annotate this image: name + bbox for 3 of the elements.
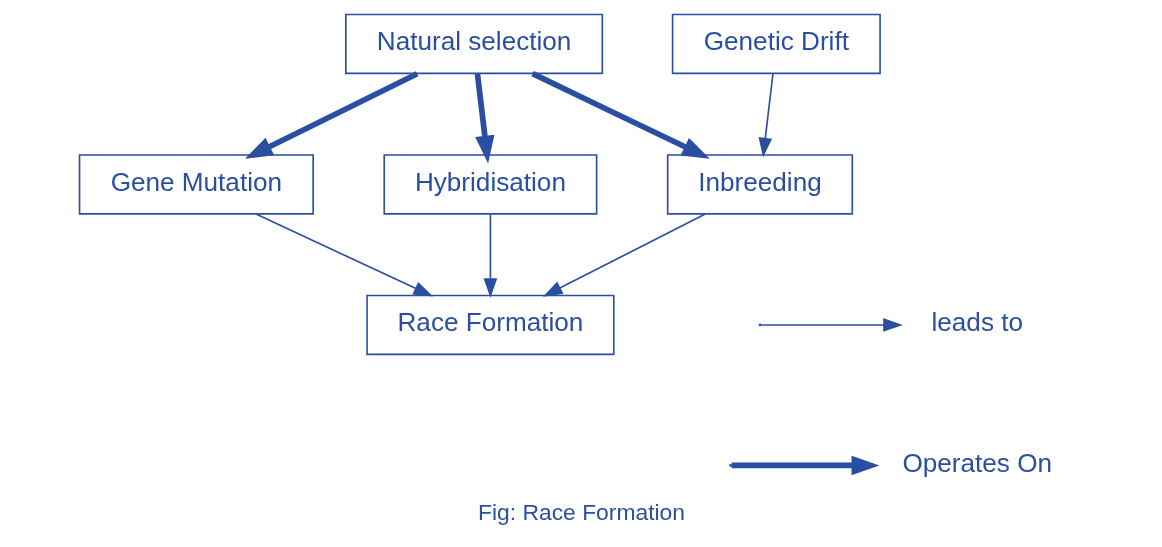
caption: Fig: Race Formation (477, 498, 685, 525)
legend-label: Operates On (901, 447, 1052, 478)
legend-label: leads to (931, 307, 1023, 338)
